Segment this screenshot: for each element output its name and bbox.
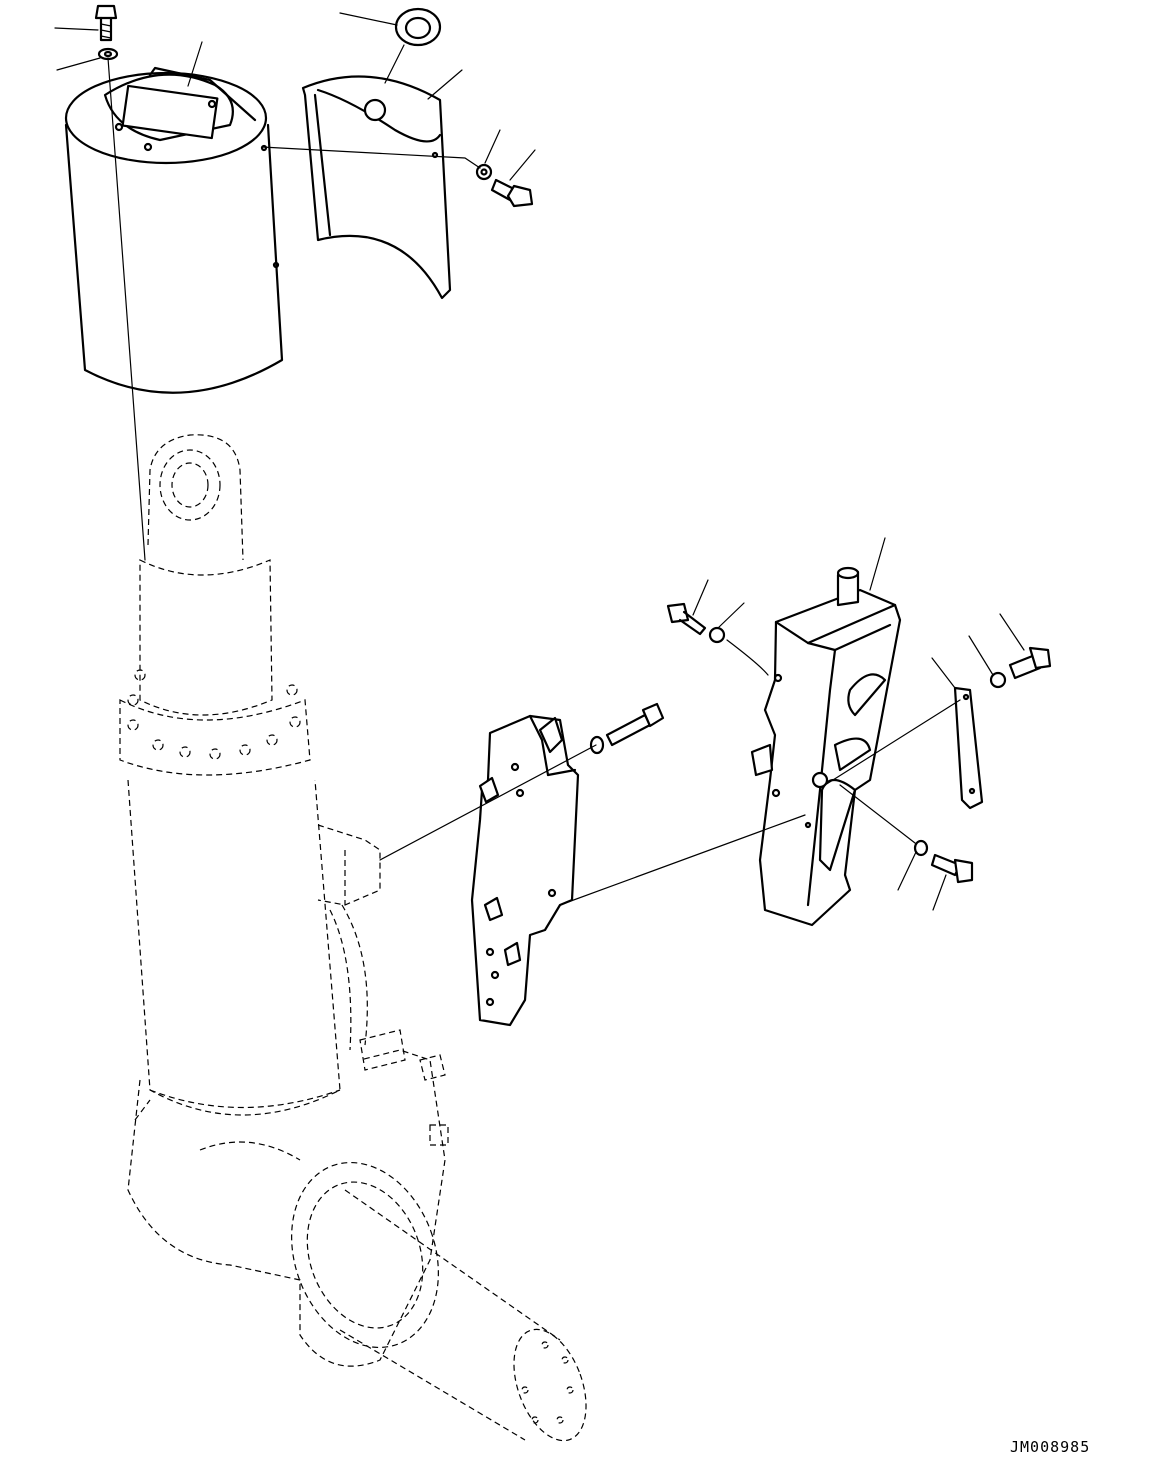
spindle-stud-holes	[521, 1341, 574, 1424]
top-washer-icon	[97, 47, 119, 61]
upper-cylinder-cover	[64, 66, 284, 394]
bracket-bolt-icon	[605, 702, 665, 747]
shield-bolt-icon	[490, 178, 534, 208]
suspension-cylinder-outline	[119, 434, 587, 1442]
assembly-lines	[107, 57, 961, 906]
flange-bolt-heads	[127, 669, 301, 760]
top-bolt-icon	[94, 4, 118, 42]
guard-bolt-icon-right	[1008, 646, 1052, 680]
guard-bolt-icon-left	[666, 602, 707, 636]
callout-leaders	[54, 12, 1025, 911]
curved-shield-plate	[301, 75, 452, 300]
guard-washer-icon-left	[708, 626, 726, 644]
grommet-icon	[394, 7, 442, 47]
mounting-bracket	[470, 714, 580, 1027]
guard-washer-icon-bottom	[913, 839, 929, 857]
box-guard	[750, 566, 902, 927]
drawing-reference-code: JM008985	[1010, 1438, 1091, 1456]
bracket-washer-icon	[589, 735, 605, 755]
guard-washer-icon-right	[989, 671, 1007, 689]
shield-washer-icon	[475, 163, 493, 181]
small-plate	[953, 686, 984, 810]
guard-bolt-icon-bottom	[930, 853, 974, 884]
